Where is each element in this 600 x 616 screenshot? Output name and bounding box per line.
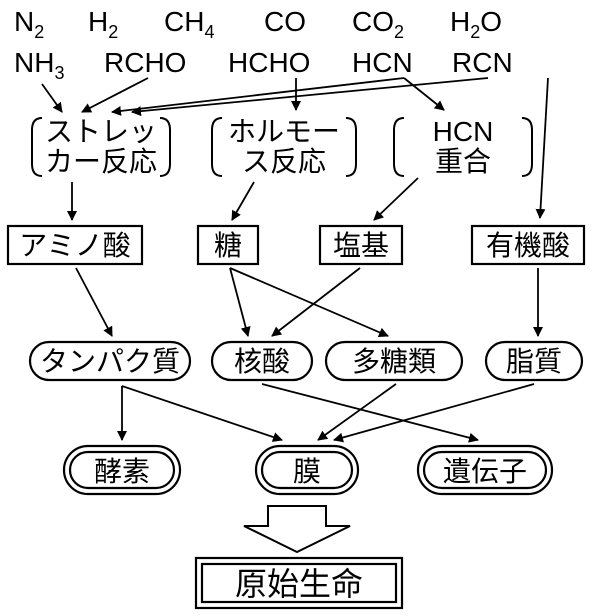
arrow-nucleic-acid-to-gene	[261, 383, 479, 443]
big-down-arrow	[243, 505, 351, 554]
molecule-n2: N2	[14, 6, 44, 42]
polysaccharide-pill: 多糖類	[324, 340, 464, 382]
arrow-sugar-to-polysaccharide	[229, 267, 389, 338]
arrow-rcn-to-strecker	[131, 77, 489, 117]
arrow-hcn-to-strecker	[111, 77, 405, 116]
membrane-label: 膜	[293, 455, 321, 488]
arrow-protein-to-membrane	[121, 385, 283, 442]
molecule-ch4: CH4	[164, 6, 214, 42]
organic-acid-box: 有機酸	[470, 224, 586, 266]
hcn-polymer-reaction-group: HCN 重合	[393, 116, 533, 178]
enzyme-label: 酵素	[94, 455, 150, 488]
sugar-box: 糖	[196, 224, 260, 266]
arrow-formose-to-sugar	[231, 181, 255, 221]
enzyme-pill: 酵素	[62, 444, 182, 496]
nucleic-acid-pill: 核酸	[210, 340, 314, 382]
base-label: 塩基	[333, 229, 389, 262]
hcn-polymer-label-line1: HCN	[433, 116, 494, 147]
lipid-pill: 脂質	[484, 340, 584, 382]
gene-pill: 遺伝子	[416, 444, 554, 496]
molecule-co2: CO2	[352, 6, 404, 42]
molecule-rcho: RCHO	[104, 47, 186, 78]
formose-label-line1: ホルモー	[228, 115, 340, 148]
molecule-nh3: NH3	[14, 47, 64, 83]
protein-pill: タンパク質	[28, 340, 192, 382]
arrow-lipid-to-membrane	[333, 383, 535, 443]
molecule-hcn: HCN	[352, 47, 413, 78]
base-box: 塩基	[318, 224, 404, 266]
membrane-pill: 膜	[254, 444, 360, 496]
strecker-label-line1: ストレッ	[45, 115, 157, 148]
molecule-h2: H2	[88, 6, 118, 42]
formose-label-line2: ス反応	[242, 145, 326, 178]
amino-acid-box: アミノ酸	[6, 224, 144, 266]
organic-acid-label: 有機酸	[486, 229, 570, 262]
formose-reaction-group: ホルモー ス反応	[211, 115, 357, 178]
strecker-reaction-group: ストレッ カー反応	[31, 115, 171, 178]
arrow-hcn-to-polymer	[403, 77, 445, 111]
lipid-label: 脂質	[506, 345, 562, 378]
arrow-polysaccharide-to-membrane	[317, 383, 397, 441]
primitive-life-label: 原始生命	[235, 565, 363, 603]
sugar-label: 糖	[214, 229, 242, 262]
molecule-h2o: H2O	[450, 6, 502, 42]
molecule-hcho: HCHO	[228, 47, 310, 78]
arrow-nh3-to-strecker	[41, 83, 63, 113]
protein-label: タンパク質	[40, 345, 180, 378]
arrow-amino-acid-to-protein	[75, 267, 113, 337]
polysaccharide-label: 多糖類	[352, 345, 436, 378]
strecker-label-line2: カー反応	[45, 145, 157, 178]
arrow-sugar-to-nucleic-acid	[229, 267, 251, 337]
hcn-polymer-label-line2: 重合	[435, 145, 491, 178]
molecule-co: CO	[264, 6, 306, 37]
molecule-rcn: RCN	[452, 47, 513, 78]
arrow-rcn-to-organic-acid	[535, 77, 549, 219]
gene-label: 遺伝子	[443, 455, 527, 488]
nucleic-acid-label: 核酸	[234, 345, 290, 378]
primitive-life-box: 原始生命	[194, 556, 404, 610]
arrow-base-to-nucleic-acid	[271, 267, 361, 337]
arrow-rcho-to-strecker	[81, 77, 149, 113]
amino-acid-label: アミノ酸	[19, 229, 130, 262]
arrow-polymer-to-base	[373, 177, 419, 221]
